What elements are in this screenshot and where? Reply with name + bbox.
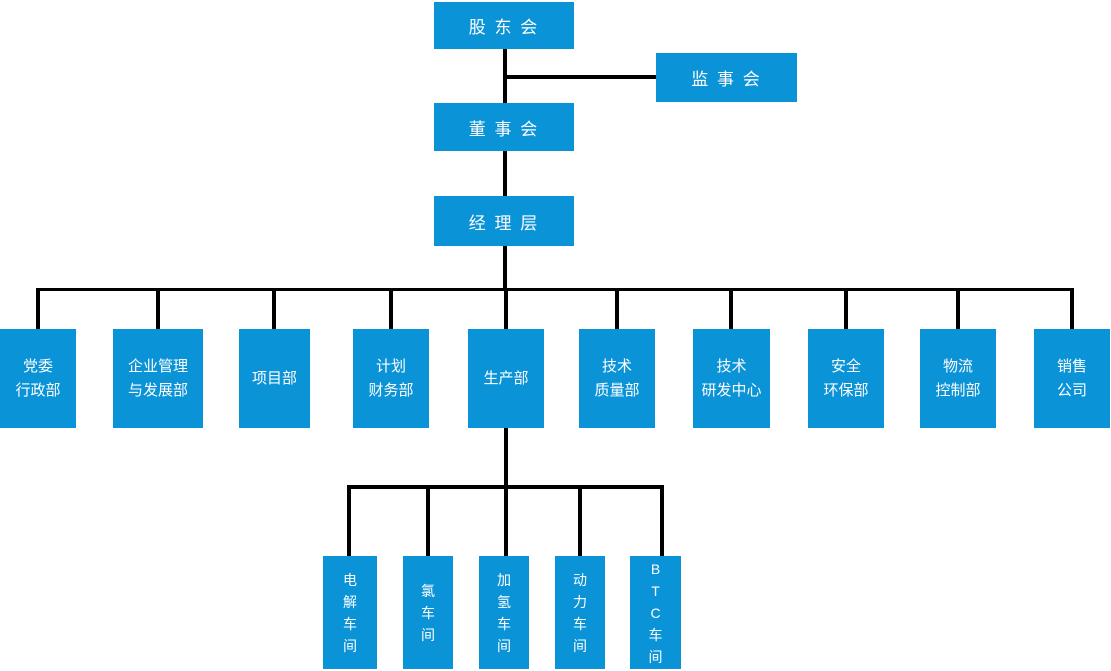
workshop-label: 加 氢 车 间 xyxy=(497,571,511,654)
connector-supervisory-branch xyxy=(505,75,657,79)
workshop-label: 电 解 车 间 xyxy=(343,571,357,654)
dept-party-admin: 党委 行政部 xyxy=(0,329,76,428)
connector-drop-dept-4 xyxy=(389,290,393,329)
node-label: 董 事 会 xyxy=(468,119,540,139)
connector-production-workshops xyxy=(504,428,508,556)
dept-tech-rnd-center: 技术 研发中心 xyxy=(693,329,770,428)
connector-drop-workshop-2 xyxy=(426,489,430,556)
workshop-label: 动 力 车 间 xyxy=(573,571,587,654)
dept-label: 党委 行政部 xyxy=(15,357,61,399)
dept-label: 技术 质量部 xyxy=(594,357,640,399)
dept-sales-company: 销售 公司 xyxy=(1034,329,1110,428)
workshop-electrolysis: 电 解 车 间 xyxy=(323,556,377,669)
workshop-chlorine: 氯 车 间 xyxy=(403,556,453,669)
dept-production: 生产部 xyxy=(468,329,544,428)
workshop-label: B T C 车 间 xyxy=(648,560,663,665)
connector-drop-workshop-1 xyxy=(347,489,351,556)
node-label: 股 东 会 xyxy=(468,18,540,37)
workshop-power: 动 力 车 间 xyxy=(555,556,605,669)
connector-board-management xyxy=(503,151,507,197)
connector-drop-dept-1 xyxy=(36,290,40,329)
connector-drop-dept-10 xyxy=(1070,290,1074,329)
connector-drop-dept-2 xyxy=(156,290,160,329)
node-supervisory-board: 监 事 会 xyxy=(656,53,797,102)
connector-drop-dept-8 xyxy=(844,290,848,329)
connector-drop-dept-3 xyxy=(272,290,276,329)
dept-label: 技术 研发中心 xyxy=(701,357,762,399)
connector-main-bus xyxy=(36,288,1074,291)
workshop-hydrogenation: 加 氢 车 间 xyxy=(479,556,529,669)
connector-drop-dept-5 xyxy=(504,290,508,329)
dept-safety-environment: 安全 环保部 xyxy=(808,329,884,428)
dept-label: 生产部 xyxy=(483,369,529,387)
dept-tech-quality: 技术 质量部 xyxy=(579,329,655,428)
node-shareholders-meeting: 股 东 会 xyxy=(434,2,574,49)
connector-drop-workshop-4 xyxy=(578,489,582,556)
node-label: 经 理 层 xyxy=(468,213,540,233)
dept-project: 项目部 xyxy=(239,329,310,428)
node-label: 监 事 会 xyxy=(691,70,762,89)
dept-label: 计划 财务部 xyxy=(368,357,414,399)
connector-drop-workshop-5 xyxy=(660,489,664,556)
workshop-label: 氯 车 间 xyxy=(421,582,435,643)
dept-planning-finance: 计划 财务部 xyxy=(353,329,429,428)
dept-label: 物流 控制部 xyxy=(935,357,981,399)
connector-workshop-bus xyxy=(347,485,664,489)
dept-label: 项目部 xyxy=(251,369,297,387)
node-management-level: 经 理 层 xyxy=(434,196,574,246)
dept-label: 安全 环保部 xyxy=(823,357,869,399)
workshop-btc: B T C 车 间 xyxy=(630,556,681,669)
dept-logistics-control: 物流 控制部 xyxy=(920,329,996,428)
connector-drop-dept-7 xyxy=(729,290,733,329)
connector-drop-dept-6 xyxy=(615,290,619,329)
dept-enterprise-mgmt-dev: 企业管理 与发展部 xyxy=(113,329,203,428)
connector-drop-dept-9 xyxy=(956,290,960,329)
dept-label: 销售 公司 xyxy=(1056,357,1087,399)
connector-management-bus xyxy=(503,246,507,291)
node-board-of-directors: 董 事 会 xyxy=(434,103,574,151)
dept-label: 企业管理 与发展部 xyxy=(127,357,188,399)
